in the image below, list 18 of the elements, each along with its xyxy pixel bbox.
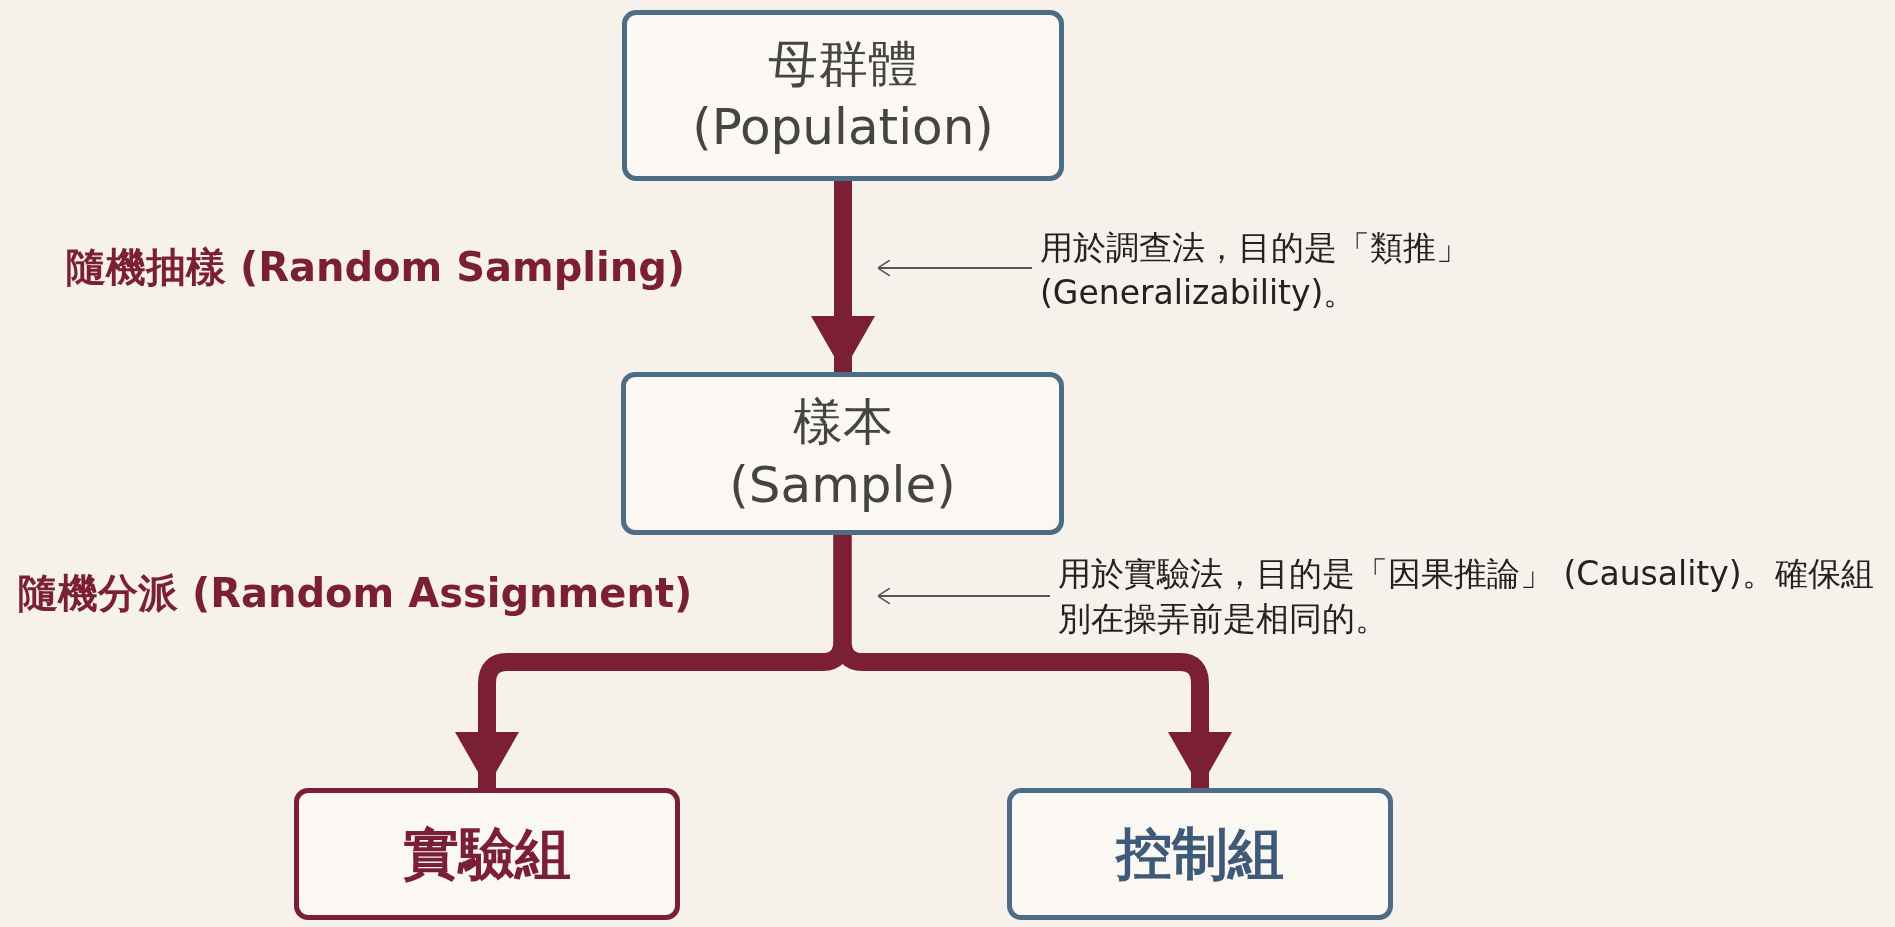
node-text: 控制組	[1116, 820, 1284, 888]
arrow	[833, 535, 1232, 788]
node-text: 實驗組	[403, 820, 571, 888]
process-box	[621, 372, 1064, 535]
annotation-text: 用於調查法，目的是「類推」 (Generalizability)。	[1040, 226, 1480, 316]
process-box	[294, 788, 680, 920]
process-box	[1007, 788, 1393, 920]
node-text: 母群體	[768, 34, 918, 95]
edge-label: 隨機分派 (Random Assignment)	[18, 569, 693, 618]
annotation-text: 用於實驗法，目的是「因果推論」 (Causality)。確保組別在操弄前是相同的。	[1058, 552, 1878, 642]
node-text: 樣本	[792, 392, 893, 453]
node-text: (Sample)	[729, 454, 956, 516]
node-text: (Population)	[692, 96, 994, 158]
process-box	[622, 10, 1064, 181]
edge-label: 隨機抽樣 (Random Sampling)	[66, 243, 686, 292]
leader-line	[877, 259, 1033, 277]
arrow	[811, 181, 875, 372]
leader-line	[877, 587, 1051, 605]
